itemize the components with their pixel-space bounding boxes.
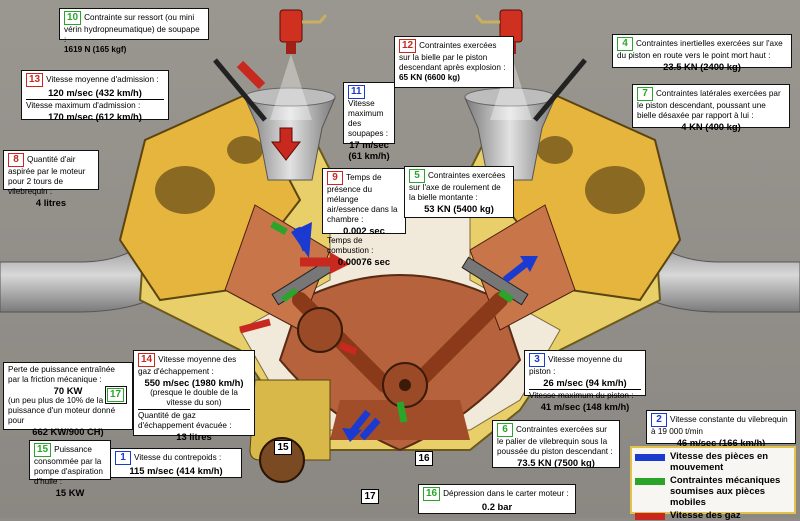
annotation-value: 550 m/sec (1980 km/h) bbox=[144, 377, 244, 388]
annotation-value: 1619 N (165 kgf) bbox=[64, 45, 127, 54]
number-badge: 16 bbox=[423, 487, 441, 501]
number-badge: 5 bbox=[409, 169, 425, 183]
number-badge: 8 bbox=[8, 153, 24, 167]
legend-label: Vitesse des pièces en mouvement bbox=[670, 451, 769, 473]
annotation-note: (presque le double de la vitesse du son) bbox=[150, 388, 238, 408]
annotation-label: Contraintes exercées sur l'axe de roulem… bbox=[409, 171, 506, 202]
marker-15: 15 bbox=[274, 440, 292, 455]
annotation-value: 170 m/sec (612 km/h) bbox=[48, 111, 142, 123]
annotation-label: Vitesse maximum du piston : bbox=[529, 391, 634, 401]
annotation-label: Vitesse du contrepoids : bbox=[134, 453, 222, 462]
annotation-label: Quantité d'air aspirée par le moteur pou… bbox=[8, 155, 86, 196]
annotation-label: Vitesse maximum d'admission : bbox=[26, 101, 141, 111]
annotation-label: Contrainte sur ressort (ou mini vérin hy… bbox=[64, 13, 200, 44]
annotation-label: Dépression dans le carter moteur : bbox=[443, 489, 569, 498]
number-badge: 15 bbox=[34, 443, 52, 457]
annotation-label: Contraintes exercées sur la bielle par l… bbox=[399, 41, 506, 72]
annotation-label: Vitesse moyenne des gaz d'échappement : bbox=[138, 355, 237, 376]
annotation-value: 17 m/sec (61 km/h) bbox=[348, 139, 390, 162]
annotation-label: Puissance consommée par la pompe d'aspir… bbox=[34, 445, 103, 486]
annotation-value: 4 KN (400 kg) bbox=[681, 121, 741, 132]
annotation-value: 46 m/sec (166 km/h) bbox=[676, 437, 766, 448]
annotation-value: 662 KW/900 CH) bbox=[32, 426, 104, 438]
legend-item-blue: Vitesse des pièces en mouvement bbox=[635, 451, 791, 473]
annotation-label: Contraintes inertielles exercées sur l'a… bbox=[617, 39, 783, 60]
annotation-value: 120 m/sec (432 km/h) bbox=[48, 87, 142, 98]
annotation-value: 53 KN (5400 kg) bbox=[424, 203, 494, 214]
marker-16: 16 bbox=[415, 451, 433, 466]
annotation-17-friction-loss: Perte de puissance entraînée par la fric… bbox=[3, 362, 133, 437]
annotation-label: Contraintes exercées sur le palier de vi… bbox=[497, 425, 613, 456]
legend-item-red: Vitesse des gaz bbox=[635, 510, 791, 521]
annotation-value: 0.002 sec bbox=[343, 225, 385, 236]
annotation-17-badge-box: 17 bbox=[105, 386, 127, 404]
annotation-11-valve-speed: 11Vitesse maximum des soupapes : 17 m/se… bbox=[343, 82, 395, 161]
number-badge: 10 bbox=[64, 11, 82, 25]
annotation-label: Vitesse maximum des soupapes : bbox=[348, 99, 389, 138]
legend-swatch bbox=[635, 454, 665, 461]
number-badge: 11 bbox=[348, 85, 365, 99]
annotation-label: Vitesse constante du vilebrequin à 19 00… bbox=[651, 415, 788, 436]
legend-swatch bbox=[635, 478, 665, 485]
annotation-value: 73.5 KN (7500 kg) bbox=[517, 457, 595, 468]
number-badge: 4 bbox=[617, 37, 633, 51]
number-badge: 1 bbox=[115, 451, 131, 465]
annotation-label: Temps de combustion : bbox=[327, 236, 374, 256]
number-badge: 14 bbox=[138, 353, 156, 367]
annotation-value: 115 m/sec (414 km/h) bbox=[129, 465, 223, 476]
number-badge: 6 bbox=[497, 423, 513, 437]
annotation-value: 0.2 bar bbox=[481, 501, 513, 512]
annotation-value: 15 KW bbox=[55, 487, 85, 498]
number-badge: 17 bbox=[107, 388, 125, 402]
legend: Vitesse des pièces en mouvement Contrain… bbox=[630, 446, 796, 521]
annotation-value: 65 KN (6600 kg) bbox=[399, 73, 460, 82]
annotation-value: 13 litres bbox=[176, 431, 212, 443]
annotation-label: Vitesse moyenne d'admission : bbox=[46, 75, 159, 84]
annotation-value: 23.5 KN (2400 kg) bbox=[663, 61, 741, 72]
number-badge: 2 bbox=[651, 413, 667, 427]
annotation-value: 26 m/sec (94 km/h) bbox=[543, 377, 627, 388]
legend-item-green: Contraintes mécaniques soumises aux pièc… bbox=[635, 475, 791, 508]
legend-label: Contraintes mécaniques soumises aux pièc… bbox=[670, 475, 781, 508]
annotation-label: Vitesse moyenne du piston : bbox=[529, 355, 623, 376]
legend-label: Vitesse des gaz bbox=[670, 510, 741, 521]
marker-17: 17 bbox=[361, 489, 379, 504]
annotation-value: 4 litres bbox=[35, 197, 67, 208]
annotation-label: Quantité de gaz d'échappement évacuée : bbox=[138, 411, 232, 431]
number-badge: 13 bbox=[26, 73, 44, 87]
annotation-value: 0.00076 sec bbox=[337, 256, 391, 268]
annotation-label: Perte de puissance entraînée par la fric… bbox=[8, 365, 115, 384]
legend-swatch bbox=[635, 513, 665, 520]
number-badge: 3 bbox=[529, 353, 545, 367]
annotation-note: (un peu plus de 10% de la puissance d'un… bbox=[8, 396, 116, 426]
number-badge: 12 bbox=[399, 39, 417, 53]
annotation-value: 41 m/sec (148 km/h) bbox=[540, 401, 630, 413]
number-badge: 7 bbox=[637, 87, 653, 101]
annotation-value: 70 KW bbox=[53, 385, 83, 396]
annotation-label: Temps de présence du mélange air/essence… bbox=[327, 173, 398, 224]
annotation-label: Contraintes latérales exercées par le pi… bbox=[637, 89, 781, 120]
number-badge: 9 bbox=[327, 171, 343, 185]
